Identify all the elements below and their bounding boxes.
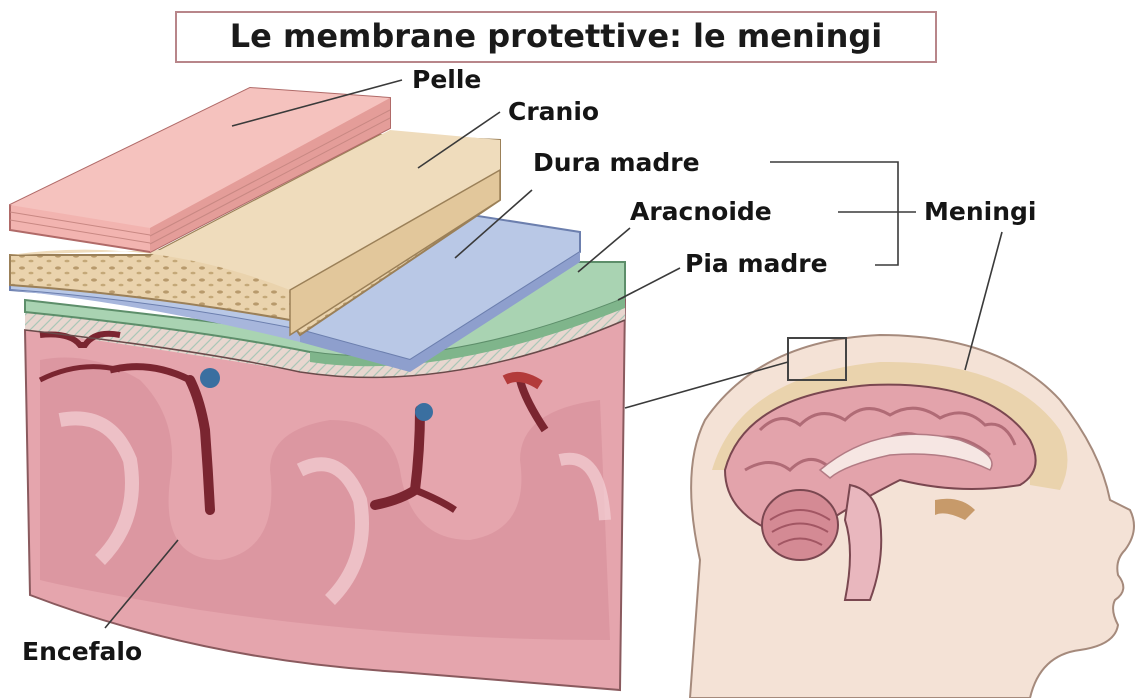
diagram-title: Le membrane protettive: le meningi	[230, 17, 883, 55]
meningi-leader	[965, 232, 1002, 370]
title-box: Le membrane protettive: le meningi	[176, 12, 936, 62]
label-encefalo: Encefalo	[22, 637, 142, 666]
label-aracnoide: Aracnoide	[630, 197, 772, 226]
label-pia-madre: Pia madre	[685, 249, 828, 278]
vein-1	[200, 368, 220, 388]
label-cranio: Cranio	[508, 97, 599, 126]
head-profile	[690, 335, 1134, 698]
cerebellum	[762, 490, 838, 560]
label-pelle: Pelle	[412, 65, 481, 94]
vein-2	[415, 403, 433, 421]
pia-leader	[618, 268, 680, 300]
label-meningi: Meningi	[924, 197, 1036, 226]
label-dura-madre: Dura madre	[533, 148, 700, 177]
